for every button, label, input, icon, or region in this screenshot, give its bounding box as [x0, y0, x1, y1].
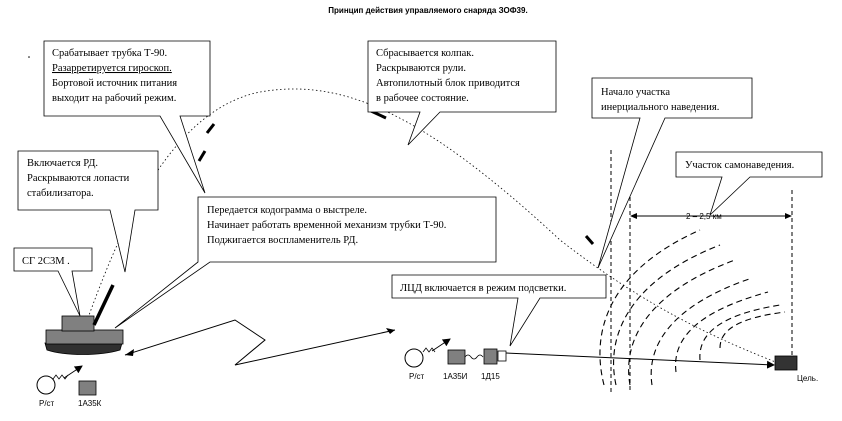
device-1d15	[483, 348, 498, 365]
distance-label: 2 – 2,5 км	[686, 212, 722, 221]
dev-1a35i-label: 1А35И	[443, 372, 468, 381]
callout-sg: СГ 2С3М .	[13, 247, 93, 317]
callout-homing-line: Участок самонаведения.	[685, 160, 794, 171]
callout-rd-line: Включается РД.	[27, 158, 98, 169]
callout-rd: Включается РД. Раскрываются лопасти стаб…	[17, 150, 159, 273]
callout-ltsd: ЛЦД включается в режим подсветки.	[391, 274, 607, 347]
homing-zone-arcs	[599, 229, 786, 386]
callout-t90-line: Бортовой источник питания	[52, 78, 177, 89]
projectile-mark	[205, 123, 216, 134]
dev-1a35k-label: 1А35К	[78, 399, 102, 408]
radio-wave-icon	[52, 374, 69, 380]
projectile-mark	[197, 150, 207, 162]
callout-codegram: Передается кодограмма о выстреле. Начина…	[114, 196, 497, 329]
callout-codegram-line: Передается кодограмма о выстреле.	[207, 205, 367, 216]
laser-beam	[505, 352, 775, 369]
callout-rd-line: Раскрываются лопасти	[27, 173, 130, 184]
page-title: Принцип действия управляемого снаряда ЗО…	[328, 6, 527, 15]
callout-cap-line: Автопилотный блок приводится	[376, 78, 520, 89]
callout-t90: Срабатывает трубка Т-90. Разарретируется…	[43, 40, 211, 194]
howitzer-sg2s3m	[44, 284, 124, 355]
radio-link-arrow	[431, 338, 451, 352]
callout-ltsd-line: ЛЦД включается в режим подсветки.	[400, 283, 566, 294]
radio-link-zigzag	[124, 319, 396, 366]
radio-station-right-icon	[404, 348, 424, 368]
laser-emitter	[497, 350, 507, 362]
callout-t90-line: Разарретируется гироскоп.	[52, 63, 172, 74]
dev-1d15-label: 1Д15	[481, 372, 500, 381]
callout-sg-line: СГ 2С3М .	[22, 256, 70, 267]
target-block	[774, 355, 798, 371]
callout-t90-line: выходит на рабочий режим.	[52, 93, 176, 104]
radio-link-arrow	[63, 365, 83, 379]
callout-rd-line: стабилизатора.	[27, 188, 94, 199]
callout-inertial-line: Начало участка	[601, 87, 670, 98]
device-1a35k	[78, 380, 97, 396]
callout-cap-line: Сбрасывается колпак.	[376, 48, 474, 59]
callout-inertial: Начало участка инерциального наведения.	[591, 77, 753, 269]
callout-cap-line: в рабочее состояние.	[376, 93, 469, 104]
stray-dot	[28, 56, 30, 58]
target-label: Цель.	[797, 374, 818, 383]
callout-inertial-line: инерциального наведения.	[601, 102, 719, 113]
radio-wave-icon	[422, 347, 436, 353]
rst-right-label: Р/ст	[409, 372, 425, 381]
zone-boundary-lines	[610, 150, 793, 395]
callout-codegram-line: Начинает работать временной механизм тру…	[207, 220, 446, 231]
callout-cap: Сбрасывается колпак. Раскрываются рули. …	[367, 40, 557, 146]
callout-homing: Участок самонаведения.	[675, 151, 823, 216]
callout-cap-line: Раскрываются рули.	[376, 63, 466, 74]
projectile-mark	[584, 235, 595, 245]
cable-icon	[464, 354, 484, 360]
rst-left-label: Р/ст	[39, 399, 55, 408]
callout-codegram-line: Поджигается воспламенитель РД.	[207, 235, 358, 246]
callout-t90-line: Срабатывает трубка Т-90.	[52, 48, 167, 59]
radio-link-arrowhead-left	[125, 349, 134, 356]
device-1a35i	[447, 349, 466, 365]
radio-station-left-icon	[36, 375, 56, 395]
radio-link-arrowhead-right	[386, 328, 395, 334]
